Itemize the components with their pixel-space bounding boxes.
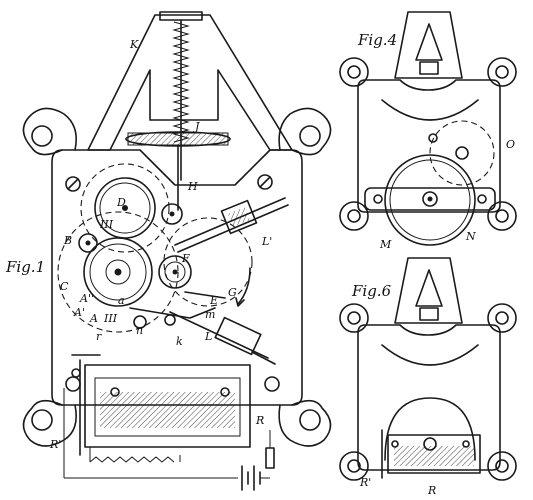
fig1-hole-br — [264, 376, 280, 392]
fig6-lug-tl — [339, 303, 369, 333]
fig6-labels: Fig.6 R' R — [351, 282, 436, 497]
fig1-lever-m — [129, 307, 216, 319]
fig6-coil-R — [387, 434, 481, 474]
label-H: H — [187, 180, 198, 193]
fig4-title: Fig.4 — [357, 31, 397, 49]
fig1-gear-C-large — [57, 211, 179, 333]
fig1-hole-left — [65, 176, 81, 192]
fig1-circuit — [63, 388, 275, 491]
fig1-hole-right — [257, 174, 273, 190]
fig1-corner-lug-tr — [278, 107, 332, 156]
fig1-gear-main — [83, 237, 153, 307]
label-N: N — [465, 230, 476, 243]
fig6-lug-bl — [339, 451, 369, 481]
label-J: J — [193, 120, 200, 133]
label-A-prime: A' — [73, 306, 85, 319]
fig4-lug-bl — [339, 201, 369, 231]
label-C: C — [60, 280, 69, 293]
fig6-triangle-window — [415, 269, 443, 307]
label-E: E — [209, 294, 218, 307]
label-R-prime-fig1: R' — [49, 438, 61, 451]
fig1-gear-F — [158, 255, 192, 289]
fig1-corner-lug-tl — [22, 107, 77, 156]
fig1-drawing — [22, 11, 332, 491]
fig6-lug-br — [487, 451, 517, 481]
fig4-top-bracket — [394, 11, 463, 79]
label-r: r — [96, 330, 102, 343]
label-L-prime: L' — [261, 235, 272, 248]
fig1-pinion-H — [161, 203, 183, 225]
label-A: A — [89, 312, 98, 325]
fig6-drawing — [339, 257, 517, 481]
fig1-gear-D-large — [80, 163, 170, 253]
label-III-bottom: III — [103, 312, 118, 325]
fig4-gear-O — [429, 120, 495, 186]
fig1-rod-L — [169, 311, 276, 365]
fig1-spring-K — [172, 21, 190, 143]
label-A-double-prime: A'' — [79, 292, 94, 305]
fig4-bar-N — [364, 187, 496, 211]
label-D: D — [116, 196, 126, 209]
label-M: M — [379, 238, 392, 251]
fig1-corner-lug-bl — [22, 399, 77, 447]
label-n: n — [136, 324, 143, 337]
fig4-lug-tr — [487, 57, 517, 87]
fig1-arrow-G — [237, 267, 251, 305]
label-O: O — [506, 138, 515, 151]
fig1-coil-R — [71, 354, 251, 456]
fig1-hole-bl — [65, 376, 81, 392]
fig6-top-bracket — [394, 257, 463, 324]
label-k: k — [176, 335, 183, 348]
fig4-labels: Fig.4 O M N — [357, 31, 515, 251]
fig6-title: Fig.6 — [351, 282, 392, 300]
fig1-title: Fig.1 — [5, 258, 45, 276]
fig6-arc — [381, 344, 479, 366]
label-R-fig1: R — [255, 414, 264, 427]
fig4-plate — [357, 79, 501, 213]
fig4-gear-M — [384, 154, 476, 246]
fig1-bracket-cap — [159, 11, 203, 21]
fig1-gear-B — [78, 233, 98, 253]
label-R-fig6: R — [427, 484, 436, 497]
fig1-pin-n — [133, 315, 147, 329]
fig1-labels: Fig.1 K J H D III B C A'' A' A III a n k… — [5, 38, 272, 451]
fig6-plate — [357, 324, 501, 471]
fig1-top-bracket — [87, 14, 293, 151]
label-B: B — [63, 234, 72, 247]
label-a: a — [118, 294, 125, 307]
fig4-drawing — [339, 11, 517, 246]
fig1-corner-lug-br — [278, 399, 332, 447]
fig4-lug-tl — [339, 57, 369, 87]
label-K: K — [129, 38, 139, 51]
label-G: G — [228, 286, 237, 299]
fig1-lever-E — [184, 291, 226, 299]
fig1-balance-wheel-J — [125, 131, 231, 211]
fig4-triangle-window — [415, 23, 443, 61]
label-III-top: III — [99, 218, 114, 231]
label-F: F — [181, 252, 190, 265]
label-L: L — [204, 330, 212, 343]
label-m: m — [205, 308, 215, 321]
fig6-dome — [384, 397, 476, 461]
fig4-lug-br — [487, 201, 517, 231]
fig6-lug-tr — [487, 303, 517, 333]
label-R-prime-fig6: R' — [359, 476, 371, 489]
fig1-gear-G — [163, 217, 253, 307]
fig4-arc — [381, 99, 479, 121]
fig1-rod-L-prime — [174, 197, 289, 253]
